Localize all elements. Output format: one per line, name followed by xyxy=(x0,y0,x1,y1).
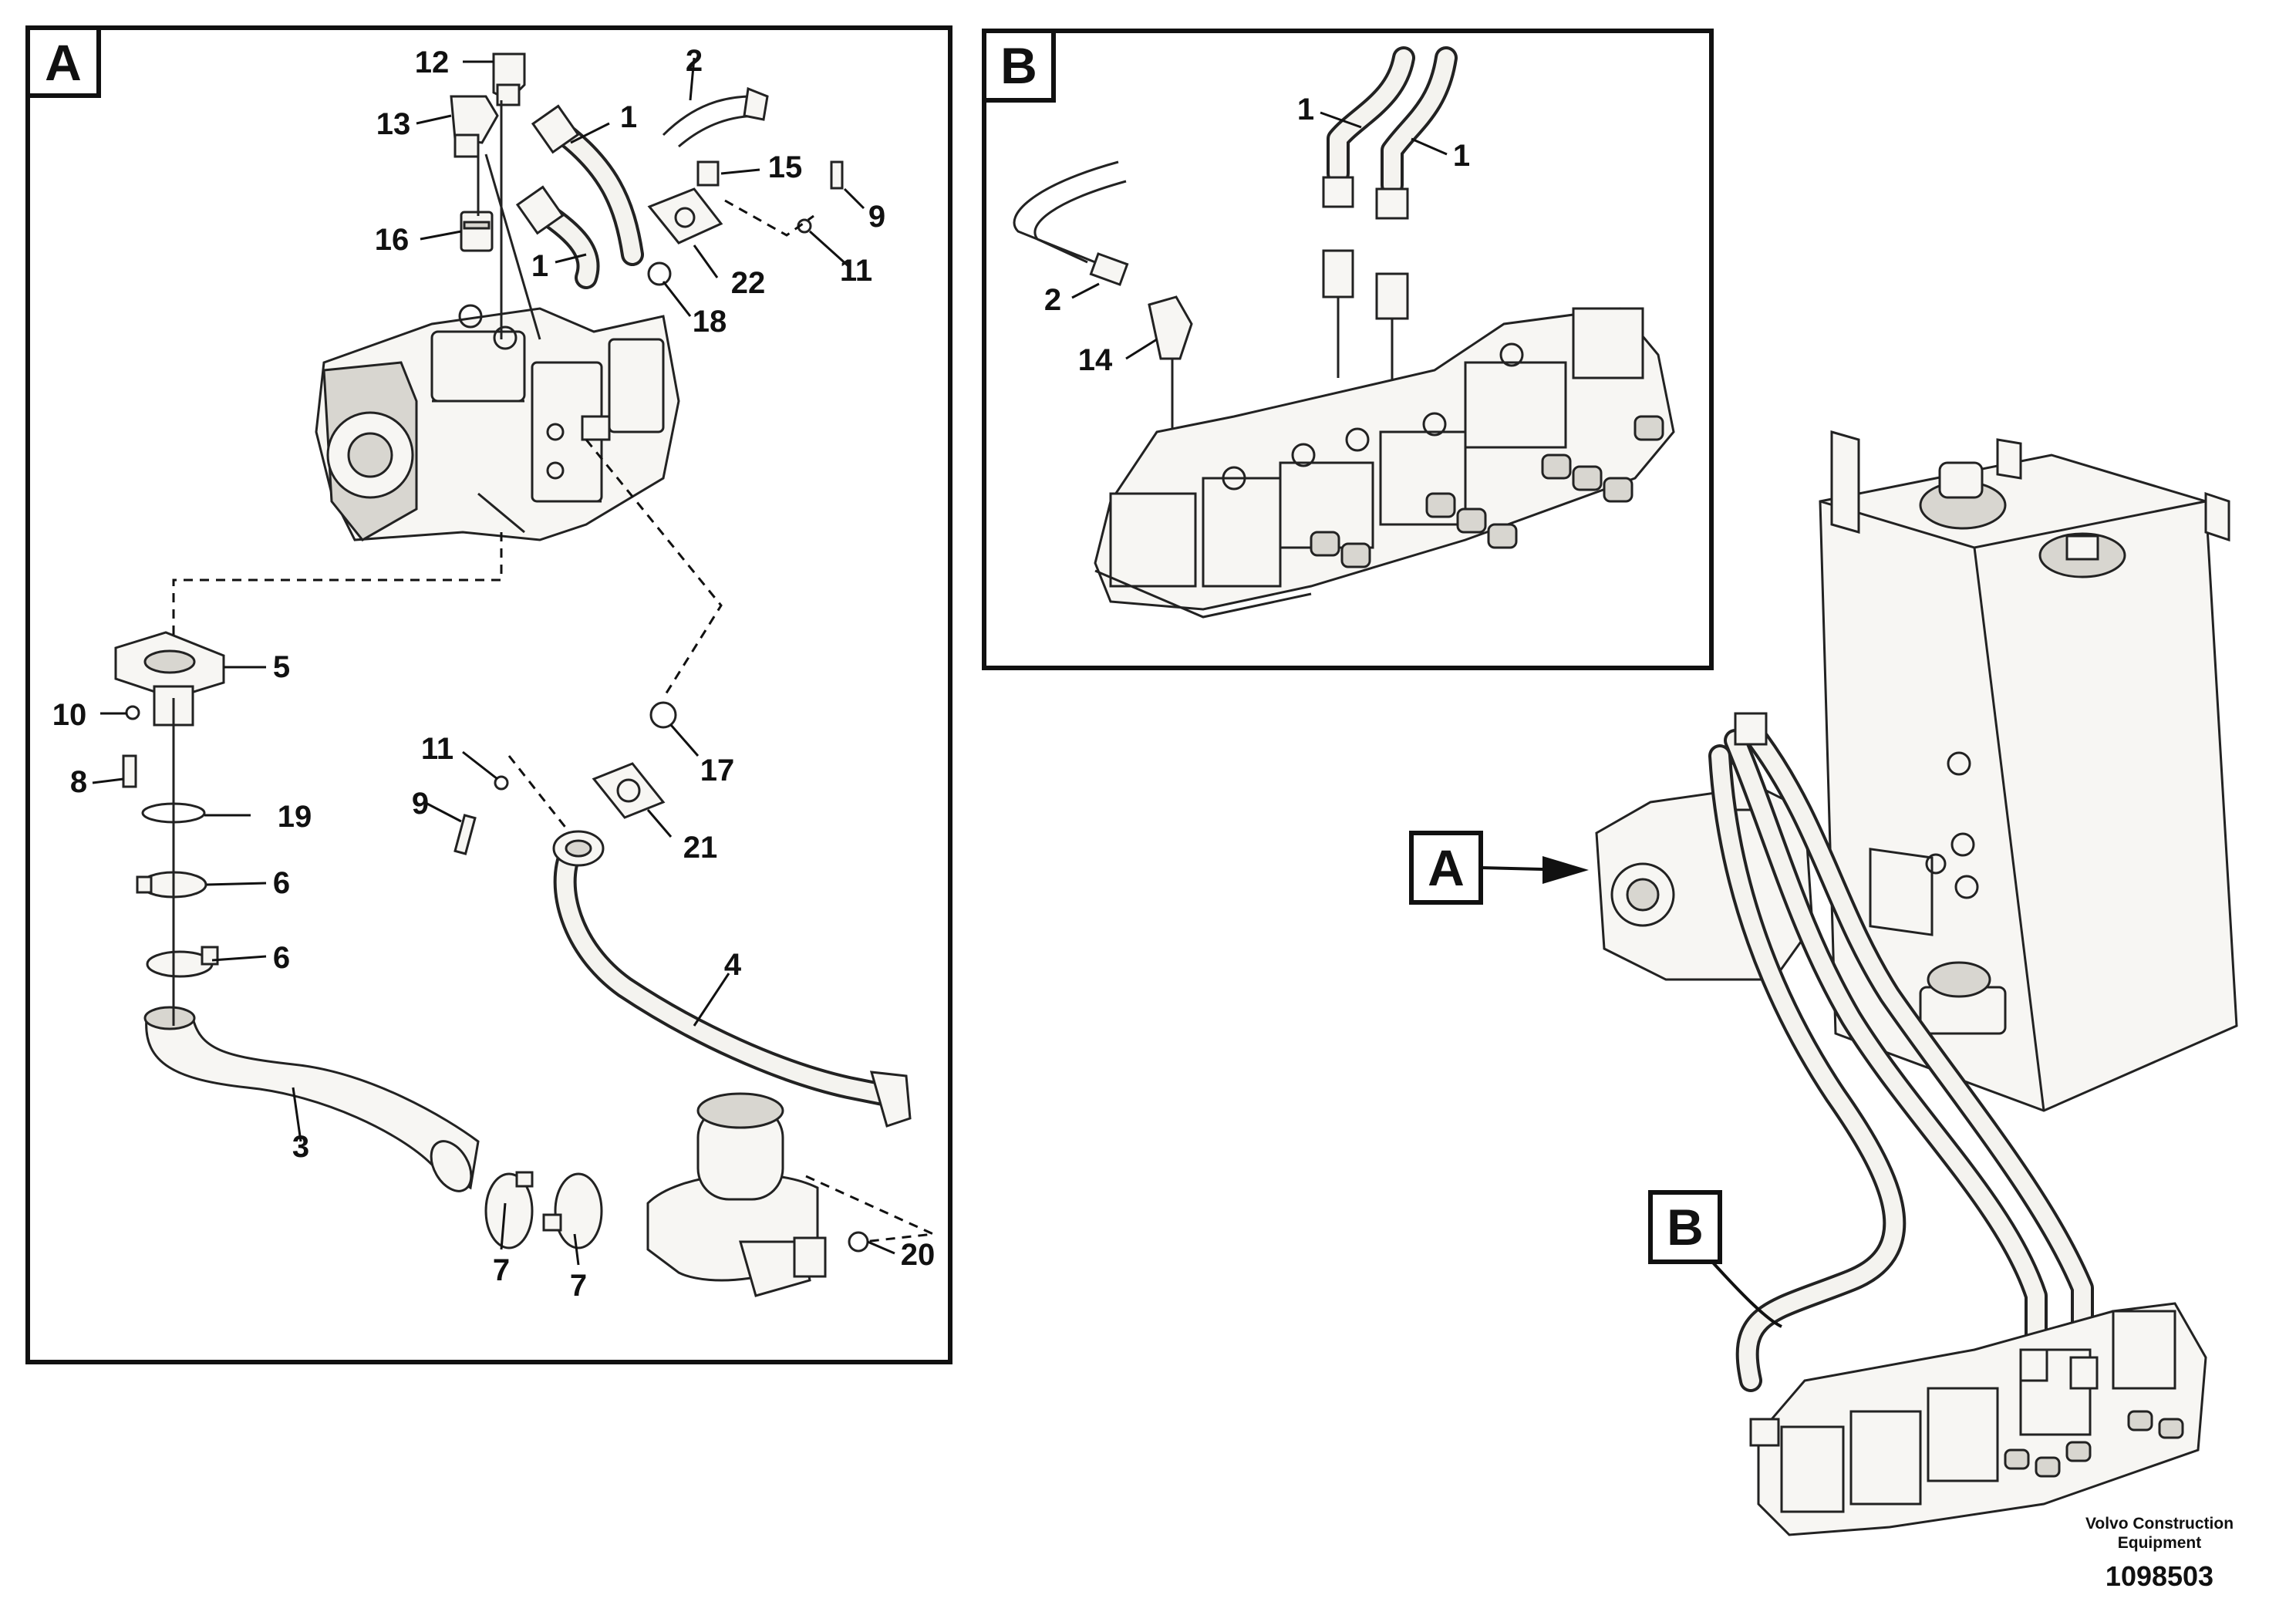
callout-12: 12 xyxy=(415,46,450,79)
callout-17: 17 xyxy=(700,754,735,787)
bolt-8 xyxy=(122,754,137,788)
bolt-9-mid xyxy=(453,814,477,855)
o-ring-18 xyxy=(647,261,672,286)
suction-flange-5 xyxy=(114,631,225,727)
callout-6-upper: 6 xyxy=(273,866,290,900)
overview-a-label: A xyxy=(1428,839,1465,896)
credit-line-1: Volvo Construction xyxy=(2085,1515,2234,1533)
callout-13: 13 xyxy=(376,107,411,141)
adapter-16 xyxy=(460,211,494,252)
hose-clamp-7-left xyxy=(484,1171,534,1249)
hose-clamp-6-lower xyxy=(146,946,219,978)
hose-clamp-7-right xyxy=(542,1172,603,1249)
bolt-9-top xyxy=(830,160,844,190)
callout-21: 21 xyxy=(683,831,718,865)
hose-2-b xyxy=(1013,160,1129,286)
callout-b-2: 2 xyxy=(1044,283,1061,317)
callout-b-14: 14 xyxy=(1078,343,1113,377)
elbow-fitting-14 xyxy=(1148,295,1193,360)
callout-3: 3 xyxy=(292,1130,309,1164)
hydraulic-pump xyxy=(315,304,680,541)
o-ring-17 xyxy=(649,701,677,729)
callout-10: 10 xyxy=(52,698,87,732)
callout-19: 19 xyxy=(278,800,312,834)
footer-credit: Volvo Construction Equipment 1098503 xyxy=(2085,1515,2234,1592)
elbow-fitting-13 xyxy=(450,95,499,158)
callout-11-mid: 11 xyxy=(421,732,453,766)
overview-valve-block xyxy=(1749,1302,2207,1536)
o-ring-20 xyxy=(848,1231,869,1253)
hose-1-lower xyxy=(515,185,600,289)
callout-11-top: 11 xyxy=(840,254,872,288)
callout-9-mid: 9 xyxy=(412,787,429,821)
flange-22 xyxy=(647,160,723,244)
suction-hose-3 xyxy=(143,1006,480,1192)
callout-16: 16 xyxy=(375,223,410,257)
hose-clamp-6-upper xyxy=(136,871,207,899)
view-b-panel: B xyxy=(982,29,1714,670)
document-number: 1098503 xyxy=(2106,1560,2213,1592)
callout-b-1-right: 1 xyxy=(1453,139,1470,173)
hydraulic-tank xyxy=(1819,430,2238,1112)
view-a-label: A xyxy=(45,34,82,91)
elbow-fitting-12 xyxy=(492,52,526,106)
view-a-panel: A xyxy=(25,25,952,1364)
callout-b-1-left: 1 xyxy=(1297,93,1314,126)
flange-21 xyxy=(592,762,666,819)
overview-b-label: B xyxy=(1667,1199,1704,1256)
callout-6-lower: 6 xyxy=(273,941,290,975)
callout-1-lower: 1 xyxy=(531,249,548,283)
credit-line-2: Equipment xyxy=(2118,1534,2202,1552)
callout-1-upper: 1 xyxy=(620,100,637,134)
overview-callout-a: A xyxy=(1409,831,1589,905)
strainer-housing xyxy=(646,1092,827,1297)
callout-7-left: 7 xyxy=(493,1253,510,1287)
callout-22: 22 xyxy=(731,266,766,300)
callout-15: 15 xyxy=(768,150,803,184)
callout-5: 5 xyxy=(273,650,290,684)
hose-2 xyxy=(662,86,769,148)
spool-caps xyxy=(1310,415,1664,568)
callout-9-top: 9 xyxy=(868,200,885,234)
callout-8: 8 xyxy=(70,765,87,799)
washer-11-mid xyxy=(494,775,509,791)
callout-20: 20 xyxy=(901,1238,936,1272)
view-b-label: B xyxy=(1000,37,1037,94)
overview-callout-b: B xyxy=(1648,1190,1782,1328)
callout-7-right: 7 xyxy=(570,1269,587,1303)
overview-pressure-hoses xyxy=(1708,712,2094,1392)
washer-10 xyxy=(125,705,140,720)
overview-assembly: A B xyxy=(1409,430,2238,1536)
control-valve-block xyxy=(1094,307,1675,619)
callout-4: 4 xyxy=(724,948,742,982)
callout-18: 18 xyxy=(693,305,727,339)
callout-2: 2 xyxy=(686,44,703,78)
drain-hose-4 xyxy=(552,830,912,1128)
